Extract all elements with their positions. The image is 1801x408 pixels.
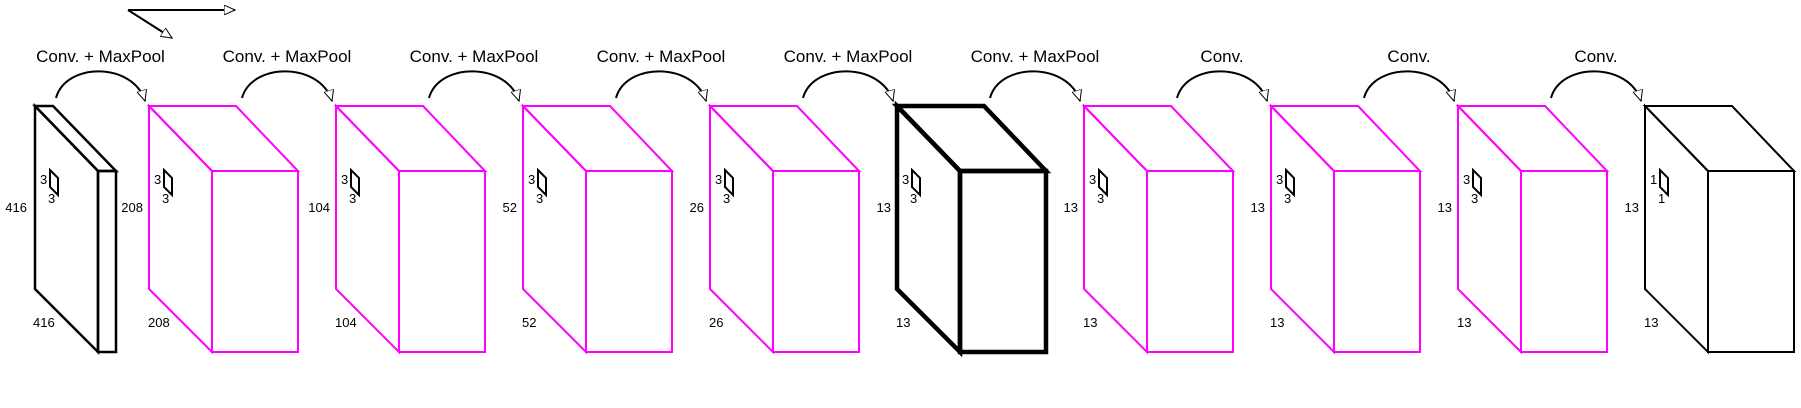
block-height-label: 13 xyxy=(877,200,891,215)
operation-label: Conv. + MaxPool xyxy=(36,47,165,66)
block-front-face xyxy=(1520,170,1608,353)
feature-map-block: 33 26 26 xyxy=(690,103,862,355)
operation-label: Conv. xyxy=(1200,47,1243,66)
block-width-label: 13 xyxy=(1083,315,1097,330)
block-height-label: 13 xyxy=(1251,200,1265,215)
kernel-width-label: 3 xyxy=(349,191,356,206)
kernel-height-label: 3 xyxy=(154,172,161,187)
block-height-label: 104 xyxy=(308,200,330,215)
feature-map-block: 33 104 104 xyxy=(308,103,488,355)
operation-arrow-icon xyxy=(241,70,332,101)
block-front-face xyxy=(1707,170,1795,353)
kernel-icon xyxy=(1472,167,1482,198)
operation-arrow-icon xyxy=(1363,70,1454,101)
feature-map-block: 33 13 13 xyxy=(877,100,1052,358)
kernel-width-label: 1 xyxy=(1658,191,1665,206)
kernel-width-label: 3 xyxy=(1097,191,1104,206)
input-width-label: 416 xyxy=(33,315,55,330)
block-top-face xyxy=(146,105,301,172)
operation-label: Conv. + MaxPool xyxy=(410,47,539,66)
kernel-icon xyxy=(163,167,173,198)
block-width-label: 13 xyxy=(1457,315,1471,330)
feature-map-block: 33 13 13 xyxy=(1251,103,1423,355)
operation-arrow-icon xyxy=(1550,70,1641,101)
kernel-width-label: 3 xyxy=(48,191,55,206)
block-front-face xyxy=(1333,170,1421,353)
input-top-face xyxy=(32,104,119,173)
kernel-icon xyxy=(724,167,734,198)
input-layer: 33 416 416 xyxy=(5,102,119,356)
feature-map-block: 11 13 13 xyxy=(1625,103,1797,355)
block-front-face xyxy=(398,170,486,353)
operation-label: Conv. + MaxPool xyxy=(971,47,1100,66)
kernel-icon xyxy=(49,167,59,198)
operation-label: Conv. + MaxPool xyxy=(597,47,726,66)
block-front-face xyxy=(1146,170,1234,353)
kernel-height-label: 1 xyxy=(1650,172,1657,187)
feature-map-block: 33 13 13 xyxy=(1064,103,1236,355)
kernel-width-label: 3 xyxy=(1471,191,1478,206)
kernel-icon xyxy=(1285,167,1295,198)
feature-map-block: 33 52 52 xyxy=(503,103,675,355)
kernel-height-label: 3 xyxy=(528,172,535,187)
operation-label: Conv. + MaxPool xyxy=(223,47,352,66)
kernel-height-label: 3 xyxy=(902,172,909,187)
kernel-width-label: 3 xyxy=(910,191,917,206)
block-width-label: 52 xyxy=(522,315,536,330)
kernel-width-label: 3 xyxy=(536,191,543,206)
block-width-label: 26 xyxy=(709,315,723,330)
operation-arrow-icon xyxy=(1176,70,1267,101)
operation-arrow-icon xyxy=(989,70,1080,101)
block-width-label: 208 xyxy=(148,315,170,330)
kernel-icon xyxy=(350,167,360,198)
block-top-face xyxy=(1268,105,1423,172)
kernel-height-label: 3 xyxy=(1463,172,1470,187)
block-width-label: 13 xyxy=(1644,315,1658,330)
block-top-face xyxy=(520,105,675,172)
operation-label: Conv. + MaxPool xyxy=(784,47,913,66)
block-top-face xyxy=(707,105,862,172)
block-top-face xyxy=(891,103,1052,174)
operation-label: Conv. xyxy=(1574,47,1617,66)
input-height-label: 416 xyxy=(5,200,27,215)
kernel-icon xyxy=(537,167,547,198)
kernel-icon xyxy=(911,167,921,198)
kernel-width-label: 3 xyxy=(723,191,730,206)
block-width-label: 13 xyxy=(1270,315,1284,330)
kernel-width-label: 3 xyxy=(162,191,169,206)
block-front-face xyxy=(772,170,860,353)
kernel-icon xyxy=(1659,167,1669,198)
block-height-label: 13 xyxy=(1625,200,1639,215)
block-front-face xyxy=(211,170,299,353)
operation-arrow-icon xyxy=(55,70,145,101)
input-front-face xyxy=(96,169,118,354)
kernel-width-label: 3 xyxy=(1284,191,1291,206)
block-front-face xyxy=(585,170,673,353)
operation-label: Conv. xyxy=(1387,47,1430,66)
block-height-label: 13 xyxy=(1438,200,1452,215)
block-top-face xyxy=(1642,105,1797,172)
block-height-label: 26 xyxy=(690,200,704,215)
operation-arrow-icon xyxy=(802,70,893,101)
kernel-height-label: 3 xyxy=(1089,172,1096,187)
block-width-label: 104 xyxy=(335,315,357,330)
kernel-height-label: 3 xyxy=(715,172,722,187)
block-height-label: 13 xyxy=(1064,200,1078,215)
axis-arrows-icon xyxy=(127,10,235,39)
block-width-label: 13 xyxy=(896,315,910,330)
kernel-height-label: 3 xyxy=(341,172,348,187)
block-top-face xyxy=(1081,105,1236,172)
block-top-face xyxy=(1455,105,1610,172)
block-height-label: 52 xyxy=(503,200,517,215)
kernel-height-label: 3 xyxy=(40,172,47,187)
feature-map-block: 33 208 208 xyxy=(121,103,301,355)
kernel-height-label: 3 xyxy=(1276,172,1283,187)
block-top-face xyxy=(333,105,488,172)
kernel-icon xyxy=(1098,167,1108,198)
operation-arrow-icon xyxy=(428,70,519,101)
feature-map-block: 33 13 13 xyxy=(1438,103,1610,355)
block-front-face xyxy=(957,168,1049,355)
operation-arrow-icon xyxy=(615,70,706,101)
block-height-label: 208 xyxy=(121,200,143,215)
